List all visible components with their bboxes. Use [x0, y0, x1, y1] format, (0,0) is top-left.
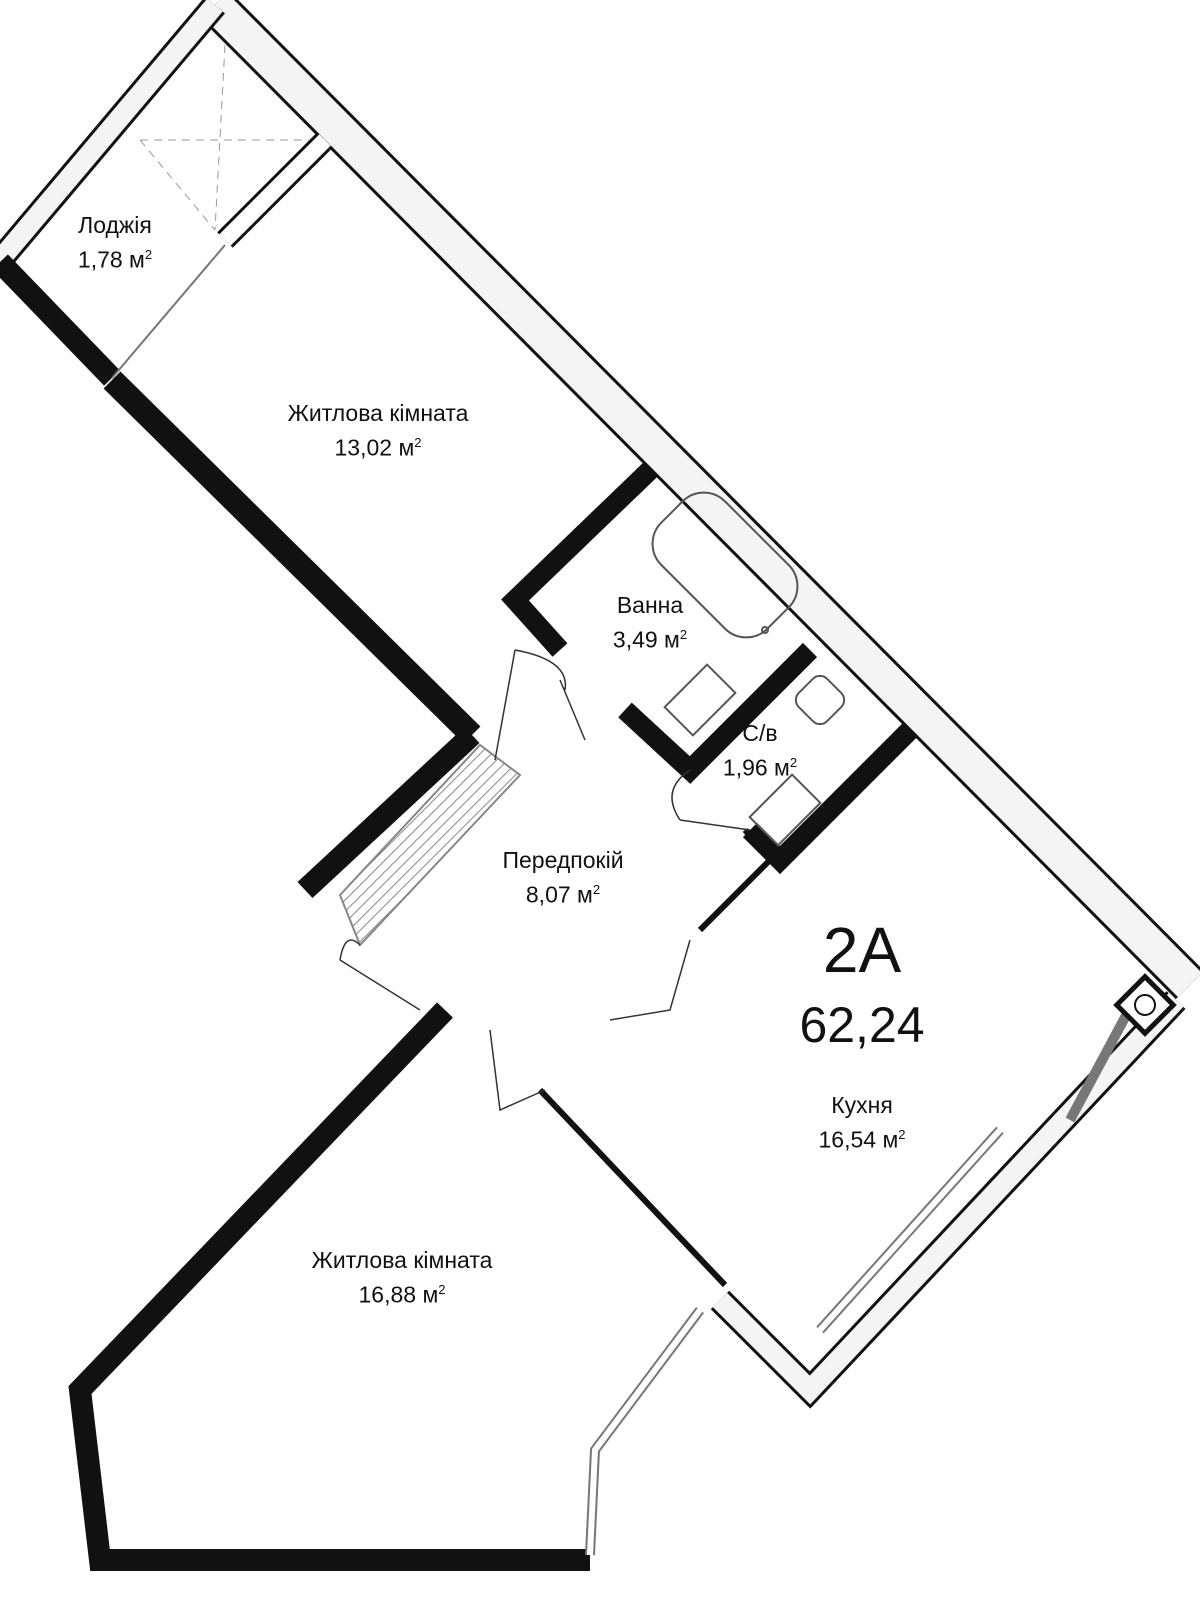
interior-walls: [68, 371, 1150, 1571]
apartment-code: 2A: [822, 914, 902, 986]
room-area-value: 1,78 м: [77, 246, 145, 273]
room-area: 1,78 м2: [78, 240, 152, 275]
room-label-bathroom: Ванна 3,49 м2: [613, 590, 687, 655]
room-area-value: 16,54 м: [818, 1126, 899, 1153]
room-area: 8,07 м2: [502, 875, 623, 910]
room-area-value: 3,49 м: [612, 626, 680, 653]
unit-superscript: 2: [789, 755, 798, 770]
ventilation-shaft-icon: [1113, 973, 1177, 1037]
room-area: 1,96 м2: [723, 748, 797, 783]
room-area-value: 8,07 м: [525, 881, 593, 908]
room-name: Лоджія: [78, 212, 152, 238]
room-area: 13,02 м2: [288, 428, 469, 463]
room-name: Ванна: [616, 592, 684, 618]
room-name: С/в: [742, 720, 778, 746]
room-area-value: 13,02 м: [334, 434, 415, 461]
loggia-walls: [0, 44, 333, 386]
unit-superscript: 2: [592, 882, 601, 897]
room-area: 16,88 м2: [312, 1275, 493, 1310]
unit-superscript: 2: [438, 1282, 446, 1297]
bathroom-fixtures: [651, 491, 846, 847]
unit-superscript: 2: [898, 1127, 906, 1142]
room-area-value: 1,96 м: [722, 754, 790, 781]
unit-superscript: 2: [144, 247, 153, 262]
room-name: Кухня: [831, 1092, 893, 1118]
room-name: Житлова кімната: [311, 1247, 493, 1273]
room-label-toilet: С/в 1,96 м2: [723, 718, 797, 783]
room-name: Житлова кімната: [287, 400, 469, 426]
room-label-living-room-1: Житлова кімната 13,02 м2: [288, 398, 469, 463]
doors: [339, 649, 751, 1112]
unit-superscript: 2: [679, 627, 688, 642]
apartment-total-area: 62,24: [799, 997, 925, 1053]
room-label-hallway: Передпокій 8,07 м2: [502, 845, 623, 910]
unit-superscript: 2: [414, 435, 422, 450]
room-name: Передпокій: [502, 847, 624, 873]
room-label-living-room-2: Житлова кімната 16,88 м2: [312, 1245, 493, 1310]
room-area: 16,54 м2: [819, 1120, 906, 1155]
room-area: 3,49 м2: [613, 620, 687, 655]
room-area-value: 16,88 м: [358, 1281, 439, 1308]
exterior-wall: [0, 0, 1200, 1409]
room-label-kitchen: Кухня 16,54 м2: [819, 1090, 906, 1155]
room-label-loggia: Лоджія 1,78 м2: [78, 210, 152, 275]
